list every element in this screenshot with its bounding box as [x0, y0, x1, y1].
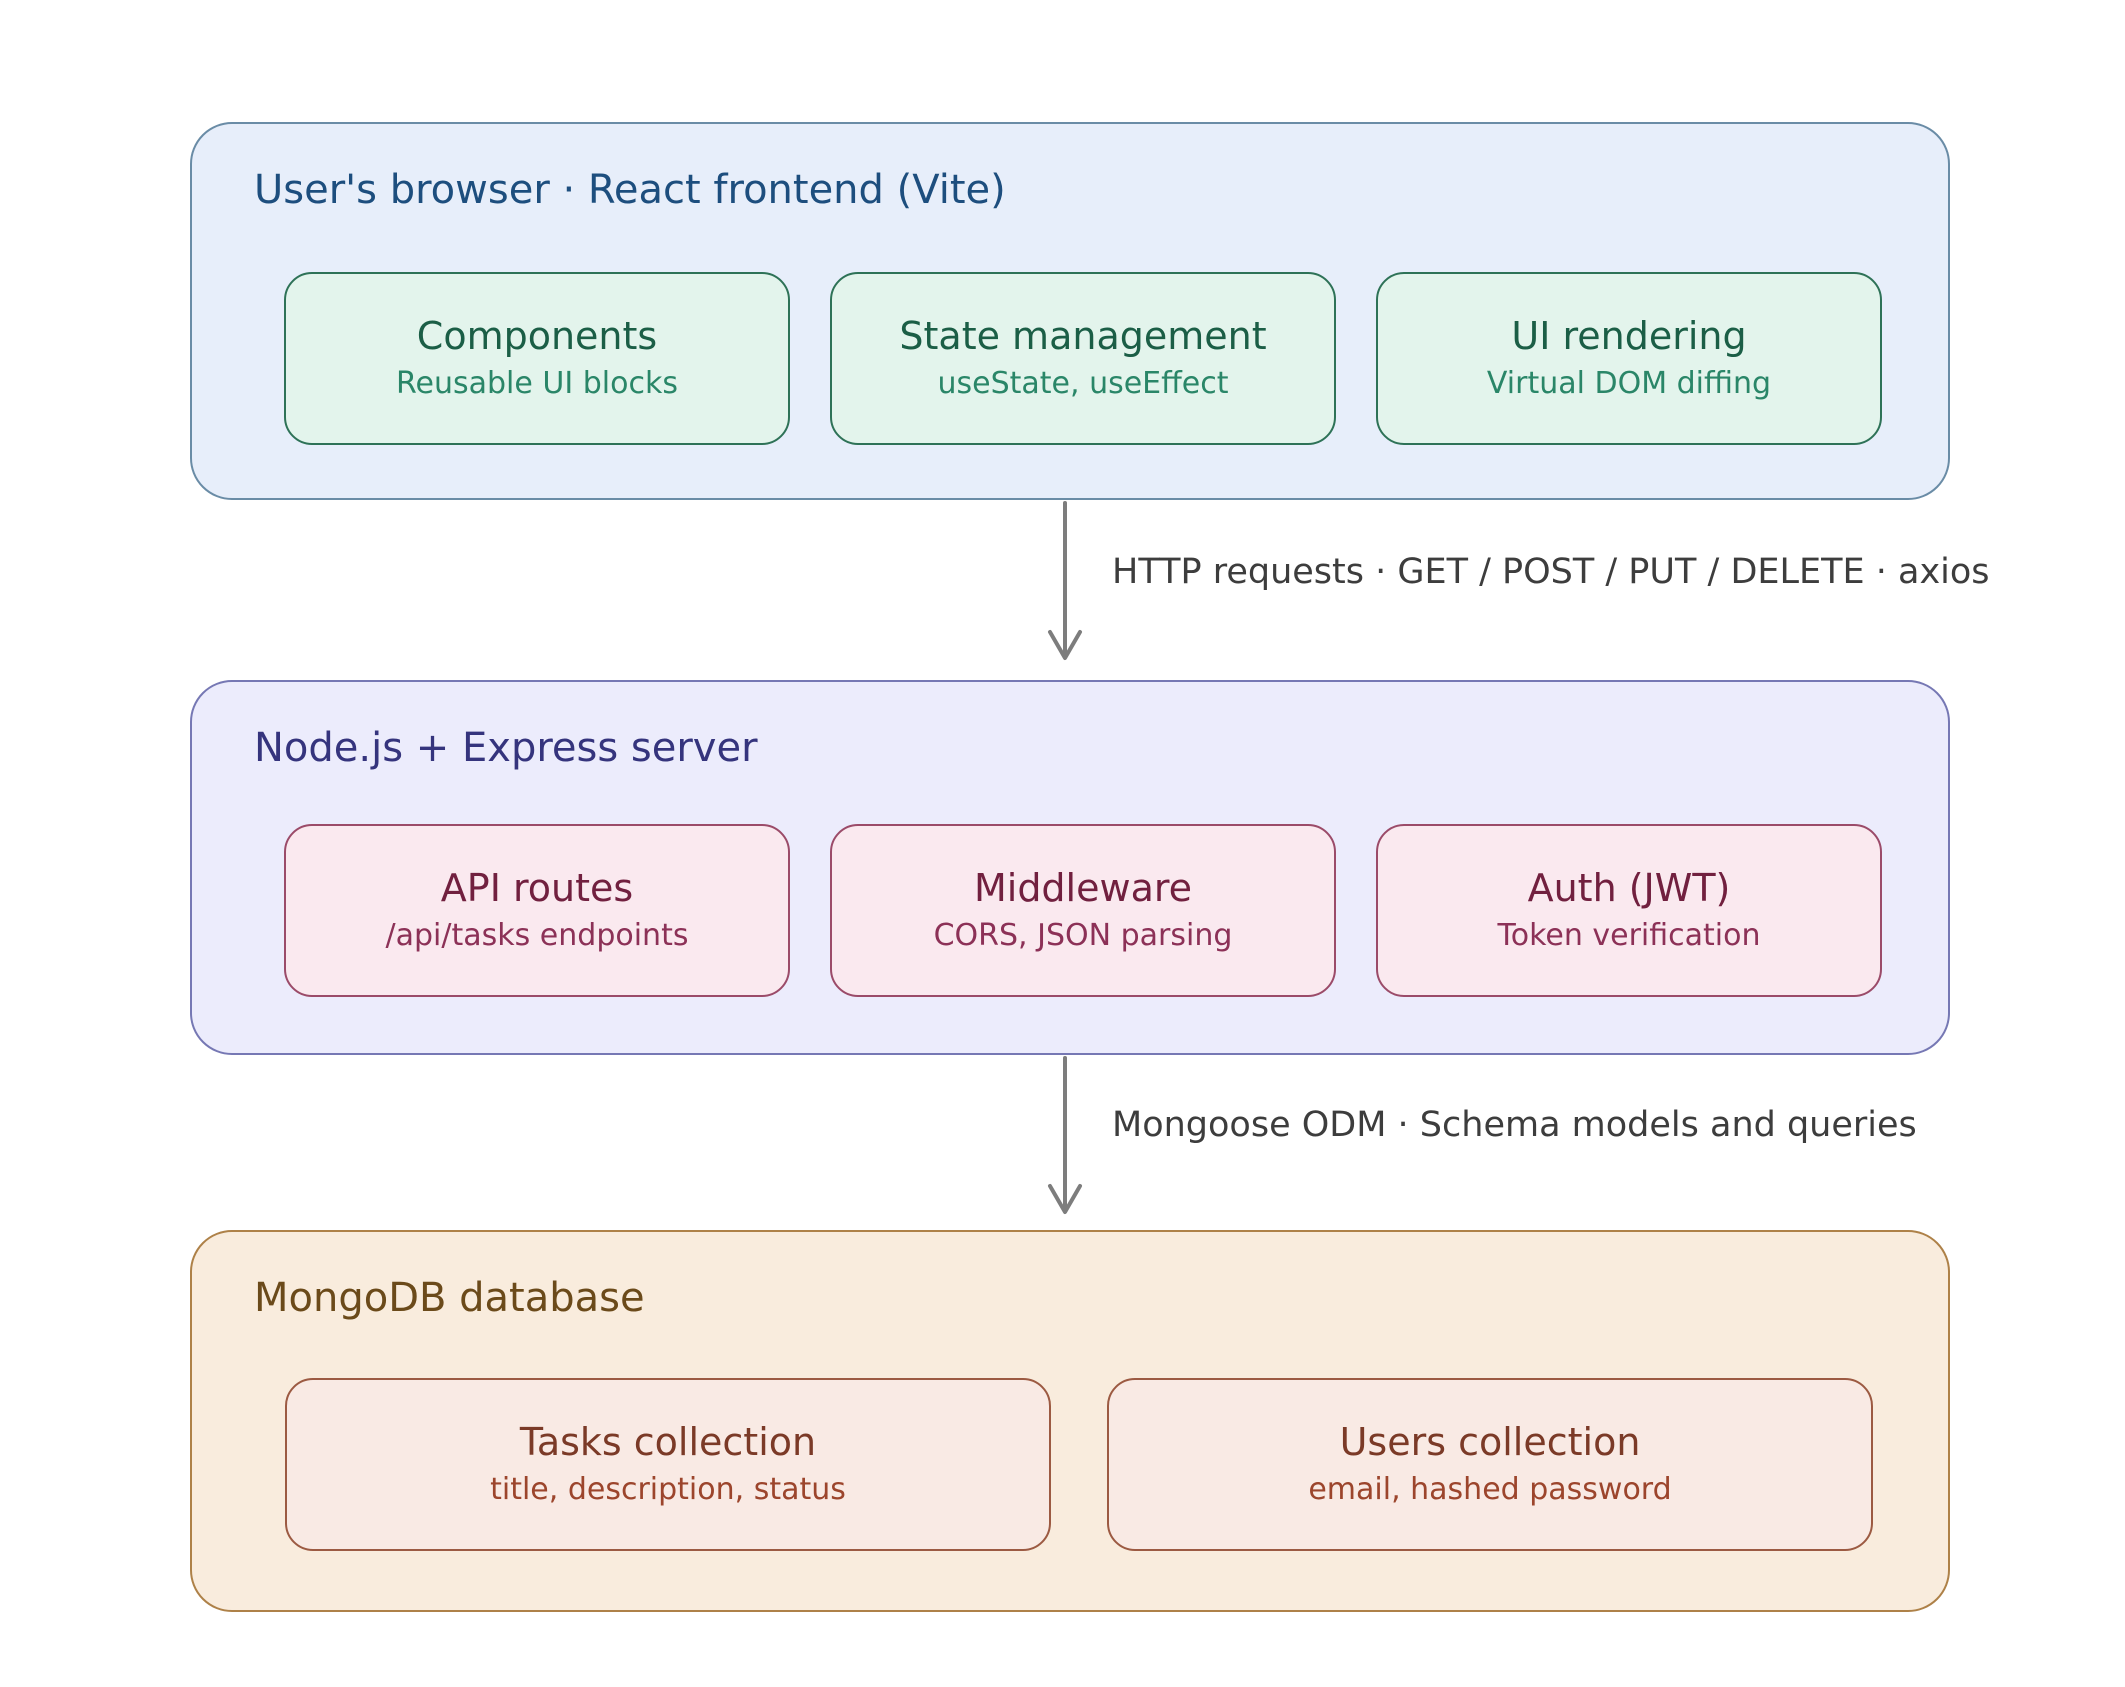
components-node: Components Reusable UI blocks: [284, 272, 790, 445]
auth-jwt-node-title: Auth (JWT): [1527, 866, 1731, 911]
api-routes-node-title: API routes: [440, 866, 634, 911]
middleware-node: Middleware CORS, JSON parsing: [830, 824, 1336, 997]
database-node-row: Tasks collection title, description, sta…: [285, 1378, 1873, 1551]
frontend-tier-title: User's browser · React frontend (Vite): [254, 167, 1006, 213]
api-routes-node: API routes /api/tasks endpoints: [284, 824, 790, 997]
tasks-collection-node-subtitle: title, description, status: [490, 1472, 846, 1508]
state-management-node: State management useState, useEffect: [830, 272, 1336, 445]
middleware-node-title: Middleware: [973, 866, 1193, 911]
mongoose-odm-arrow-label: Mongoose ODM · Schema models and queries: [1112, 1105, 1917, 1145]
tasks-collection-node-title: Tasks collection: [519, 1420, 817, 1465]
http-requests-arrow-label: HTTP requests · GET / POST / PUT / DELET…: [1112, 552, 1990, 592]
frontend-node-row: Components Reusable UI blocks State mana…: [284, 272, 1882, 445]
server-node-row: API routes /api/tasks endpoints Middlewa…: [284, 824, 1882, 997]
ui-rendering-node: UI rendering Virtual DOM diffing: [1376, 272, 1882, 445]
state-management-node-title: State management: [899, 314, 1267, 359]
server-tier-box: Node.js + Express server API routes /api…: [190, 680, 1950, 1055]
state-management-node-subtitle: useState, useEffect: [937, 366, 1229, 402]
api-routes-node-subtitle: /api/tasks endpoints: [385, 918, 689, 954]
ui-rendering-node-subtitle: Virtual DOM diffing: [1486, 366, 1772, 402]
auth-jwt-node-subtitle: Token verification: [1497, 918, 1761, 954]
users-collection-node-subtitle: email, hashed password: [1308, 1472, 1672, 1508]
middleware-node-subtitle: CORS, JSON parsing: [933, 918, 1233, 954]
components-node-title: Components: [416, 314, 658, 359]
frontend-tier-box: User's browser · React frontend (Vite) C…: [190, 122, 1950, 500]
frontend-to-server-arrow: [1048, 501, 1082, 660]
database-tier-title: MongoDB database: [254, 1275, 645, 1321]
ui-rendering-node-title: UI rendering: [1511, 314, 1747, 359]
users-collection-node-title: Users collection: [1339, 1420, 1641, 1465]
tasks-collection-node: Tasks collection title, description, sta…: [285, 1378, 1051, 1551]
database-tier-box: MongoDB database Tasks collection title,…: [190, 1230, 1950, 1612]
users-collection-node: Users collection email, hashed password: [1107, 1378, 1873, 1551]
server-tier-title: Node.js + Express server: [254, 725, 758, 771]
components-node-subtitle: Reusable UI blocks: [396, 366, 678, 402]
auth-jwt-node: Auth (JWT) Token verification: [1376, 824, 1882, 997]
server-to-database-arrow: [1048, 1056, 1082, 1214]
